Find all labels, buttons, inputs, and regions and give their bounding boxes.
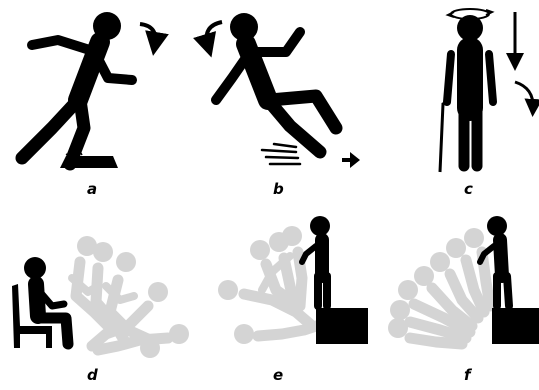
elderly-person xyxy=(447,50,493,166)
ghost-sequence-bodies xyxy=(410,252,490,344)
panel-a-scene xyxy=(22,12,155,168)
person-head xyxy=(24,257,46,279)
panel-c-label: c xyxy=(464,182,473,197)
curved-arrow-icon xyxy=(515,82,533,108)
panel-d-label: d xyxy=(87,368,98,383)
person-head xyxy=(310,216,330,236)
panel-c-scene xyxy=(440,9,533,172)
block-icon xyxy=(316,308,368,344)
clockwise-arrow-icon xyxy=(140,24,155,44)
block-icon xyxy=(492,308,539,344)
panel-d-scene xyxy=(12,236,189,358)
tripping-person xyxy=(22,40,132,164)
obstacle-icon xyxy=(60,156,118,168)
counterclockwise-arrow-icon xyxy=(207,22,222,46)
slipping-person xyxy=(216,32,336,152)
slide-lines-icon xyxy=(262,144,300,164)
panel-e-label: e xyxy=(273,368,283,383)
ghost-sequence-bodies xyxy=(72,262,168,350)
ghost-sequence-bodies xyxy=(244,252,316,336)
person-head xyxy=(487,216,507,236)
cane-icon xyxy=(440,102,447,172)
panel-e-scene xyxy=(218,216,368,344)
panel-f-scene xyxy=(388,216,539,344)
panel-f-label: f xyxy=(464,368,471,383)
panel-a-label: a xyxy=(87,182,97,197)
panel-b-label: b xyxy=(273,182,284,197)
panel-b-scene xyxy=(207,13,360,168)
right-arrow-icon xyxy=(342,152,360,168)
